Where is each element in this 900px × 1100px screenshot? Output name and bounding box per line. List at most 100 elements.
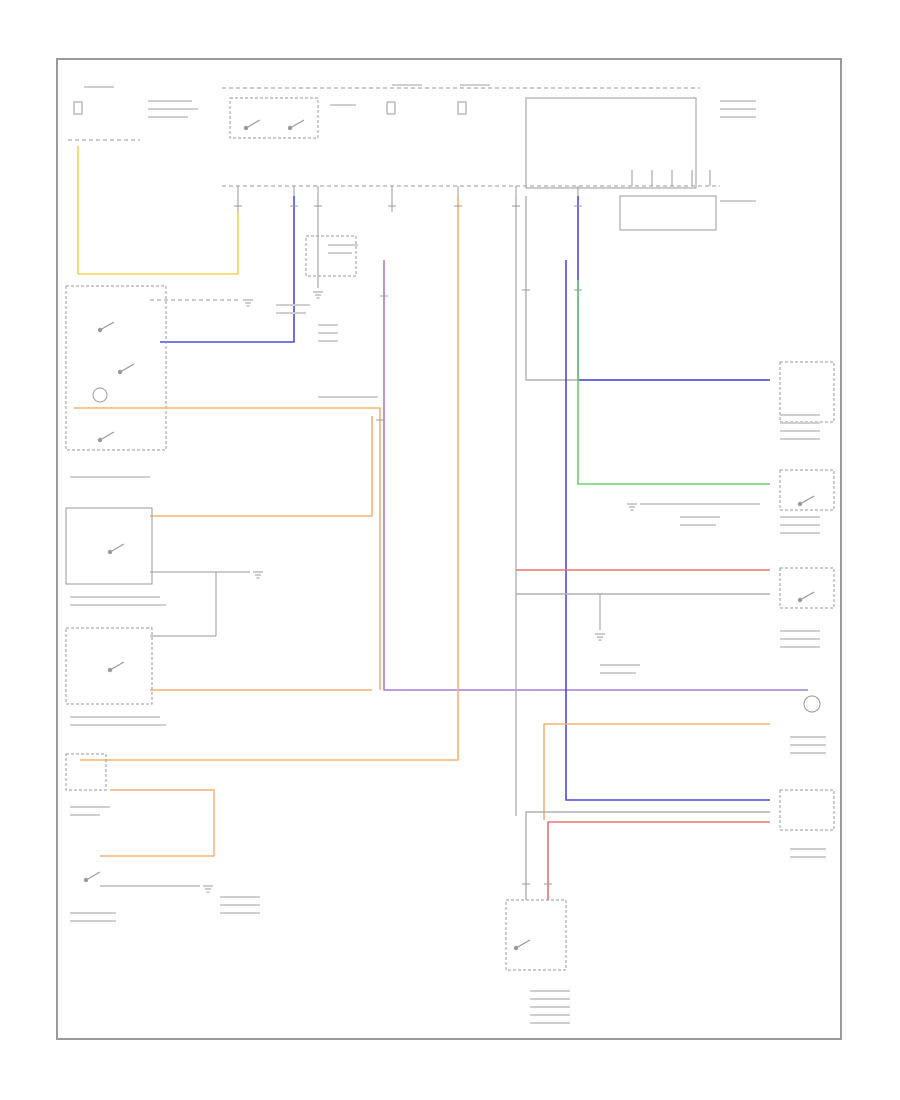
liftgate-switch bbox=[779, 567, 835, 609]
glovebox-switch-contact-pivot bbox=[83, 877, 89, 883]
fuse-2 bbox=[386, 101, 396, 115]
illegible-label-mark-45 bbox=[70, 814, 100, 816]
illegible-label-mark-26 bbox=[780, 532, 820, 534]
illegible-label-mark-4 bbox=[148, 116, 188, 118]
illegible-label-mark-13 bbox=[328, 252, 352, 254]
ignition-contact-2-pivot bbox=[287, 125, 293, 131]
wire-orange-left-rear bbox=[150, 416, 373, 517]
illegible-label-mark-52 bbox=[530, 998, 570, 1000]
illegible-label-mark-33 bbox=[600, 672, 636, 674]
wire-yellow-feed bbox=[77, 146, 239, 275]
rear-door-contact-pivot bbox=[797, 501, 803, 507]
illegible-label-mark-46 bbox=[70, 912, 116, 914]
lamp-bulb bbox=[92, 387, 108, 403]
illegible-label-mark-48 bbox=[220, 896, 260, 898]
wire-black-upper-right bbox=[525, 196, 770, 381]
illegible-label-mark-53 bbox=[530, 1006, 570, 1008]
illegible-label-mark-34 bbox=[790, 736, 826, 738]
lamp-switch-contact-1 bbox=[99, 321, 115, 331]
liftgate-contact-pivot bbox=[797, 597, 803, 603]
ground-g1 bbox=[313, 291, 323, 299]
lamp-switch-contact-2 bbox=[119, 363, 135, 373]
wire-orange-glovebox bbox=[100, 789, 215, 857]
wire-red-door-lock bbox=[547, 821, 770, 900]
illegible-label-mark-43 bbox=[70, 724, 166, 726]
wire-green-trunk-switch bbox=[577, 280, 770, 485]
ground-g3 bbox=[253, 571, 263, 579]
central-relay-box bbox=[619, 195, 717, 231]
illegible-label-mark-36 bbox=[790, 752, 826, 754]
illegible-label-mark-30 bbox=[780, 638, 820, 640]
liftgate-contact bbox=[799, 591, 815, 601]
illegible-label-mark-19 bbox=[318, 396, 378, 398]
rear-door-switch bbox=[779, 469, 835, 511]
illegible-label-mark-1 bbox=[84, 86, 114, 88]
illegible-label-mark-15 bbox=[276, 312, 306, 314]
illegible-label-mark-7 bbox=[460, 84, 490, 86]
illegible-label-mark-11 bbox=[720, 200, 756, 202]
illegible-label-mark-44 bbox=[70, 806, 110, 808]
lock-cylinder-contact-pivot bbox=[513, 945, 519, 951]
glovebox-switch-contact bbox=[85, 871, 101, 881]
illegible-label-mark-5 bbox=[330, 104, 356, 106]
lock-cylinder-contact bbox=[515, 939, 531, 949]
illegible-label-mark-20 bbox=[780, 414, 820, 416]
illegible-label-mark-27 bbox=[680, 516, 720, 518]
wire-black-door-lock bbox=[525, 811, 770, 900]
illegible-label-mark-18 bbox=[318, 340, 338, 342]
illegible-label-mark-32 bbox=[600, 664, 640, 666]
illegible-label-mark-6 bbox=[392, 84, 422, 86]
wire-violet-main bbox=[383, 260, 808, 691]
door-ajar-relay bbox=[305, 235, 357, 277]
wire-blue-lower-right bbox=[565, 260, 770, 801]
illegible-label-mark-37 bbox=[790, 848, 826, 850]
ignition-contact-1 bbox=[245, 119, 261, 129]
illegible-label-mark-54 bbox=[530, 1014, 570, 1016]
wire-blue-upper-right bbox=[577, 196, 770, 381]
ignition-contact-2 bbox=[289, 119, 305, 129]
illegible-label-mark-39 bbox=[70, 476, 150, 478]
illegible-label-mark-38 bbox=[790, 856, 826, 858]
left-rear-contact-pivot bbox=[107, 549, 113, 555]
rear-door-contact bbox=[799, 495, 815, 505]
ground-g4 bbox=[203, 885, 213, 893]
wire-blue-ground-run bbox=[160, 196, 295, 343]
illegible-label-mark-28 bbox=[680, 524, 716, 526]
illegible-label-mark-23 bbox=[780, 438, 820, 440]
illegible-label-mark-12 bbox=[328, 244, 358, 246]
illegible-label-mark-9 bbox=[720, 108, 756, 110]
illegible-label-mark-40 bbox=[70, 596, 160, 598]
illegible-label-mark-47 bbox=[70, 920, 116, 922]
illegible-label-mark-29 bbox=[780, 630, 820, 632]
illegible-label-mark-22 bbox=[780, 430, 820, 432]
illegible-label-mark-3 bbox=[148, 108, 198, 110]
illegible-label-mark-35 bbox=[790, 744, 826, 746]
illegible-label-mark-31 bbox=[780, 646, 820, 648]
left-rear-contact bbox=[109, 543, 125, 553]
fuse-1 bbox=[73, 101, 83, 115]
illegible-label-mark-49 bbox=[220, 904, 260, 906]
lock-cylinder-switch bbox=[505, 899, 567, 971]
lamp-switch-contact-3-pivot bbox=[97, 437, 103, 443]
illegible-label-mark-42 bbox=[70, 716, 160, 718]
wire-orange-lower-feed bbox=[80, 196, 459, 761]
illegible-label-mark-14 bbox=[276, 304, 310, 306]
illegible-label-mark-10 bbox=[720, 116, 756, 118]
ignition-switch-box bbox=[229, 97, 319, 139]
ignition-contact-1-pivot bbox=[243, 125, 249, 131]
junction-frame bbox=[525, 97, 697, 189]
illegible-label-mark-2 bbox=[148, 100, 192, 102]
lamp-switch-contact-3 bbox=[99, 431, 115, 441]
lamp-switch-contact-2-pivot bbox=[117, 369, 123, 375]
illegible-label-mark-8 bbox=[720, 100, 756, 102]
wire-orange-cargo-lamp bbox=[543, 723, 770, 820]
illegible-label-mark-17 bbox=[318, 332, 338, 334]
right-front-door-switch bbox=[779, 361, 835, 423]
front-door-lamp-switch bbox=[65, 285, 167, 451]
right-rear-contact bbox=[109, 661, 125, 671]
illegible-label-mark-24 bbox=[780, 516, 820, 518]
illegible-label-mark-55 bbox=[530, 1022, 570, 1024]
ground-g6 bbox=[595, 633, 605, 641]
ground-g5 bbox=[627, 503, 637, 511]
